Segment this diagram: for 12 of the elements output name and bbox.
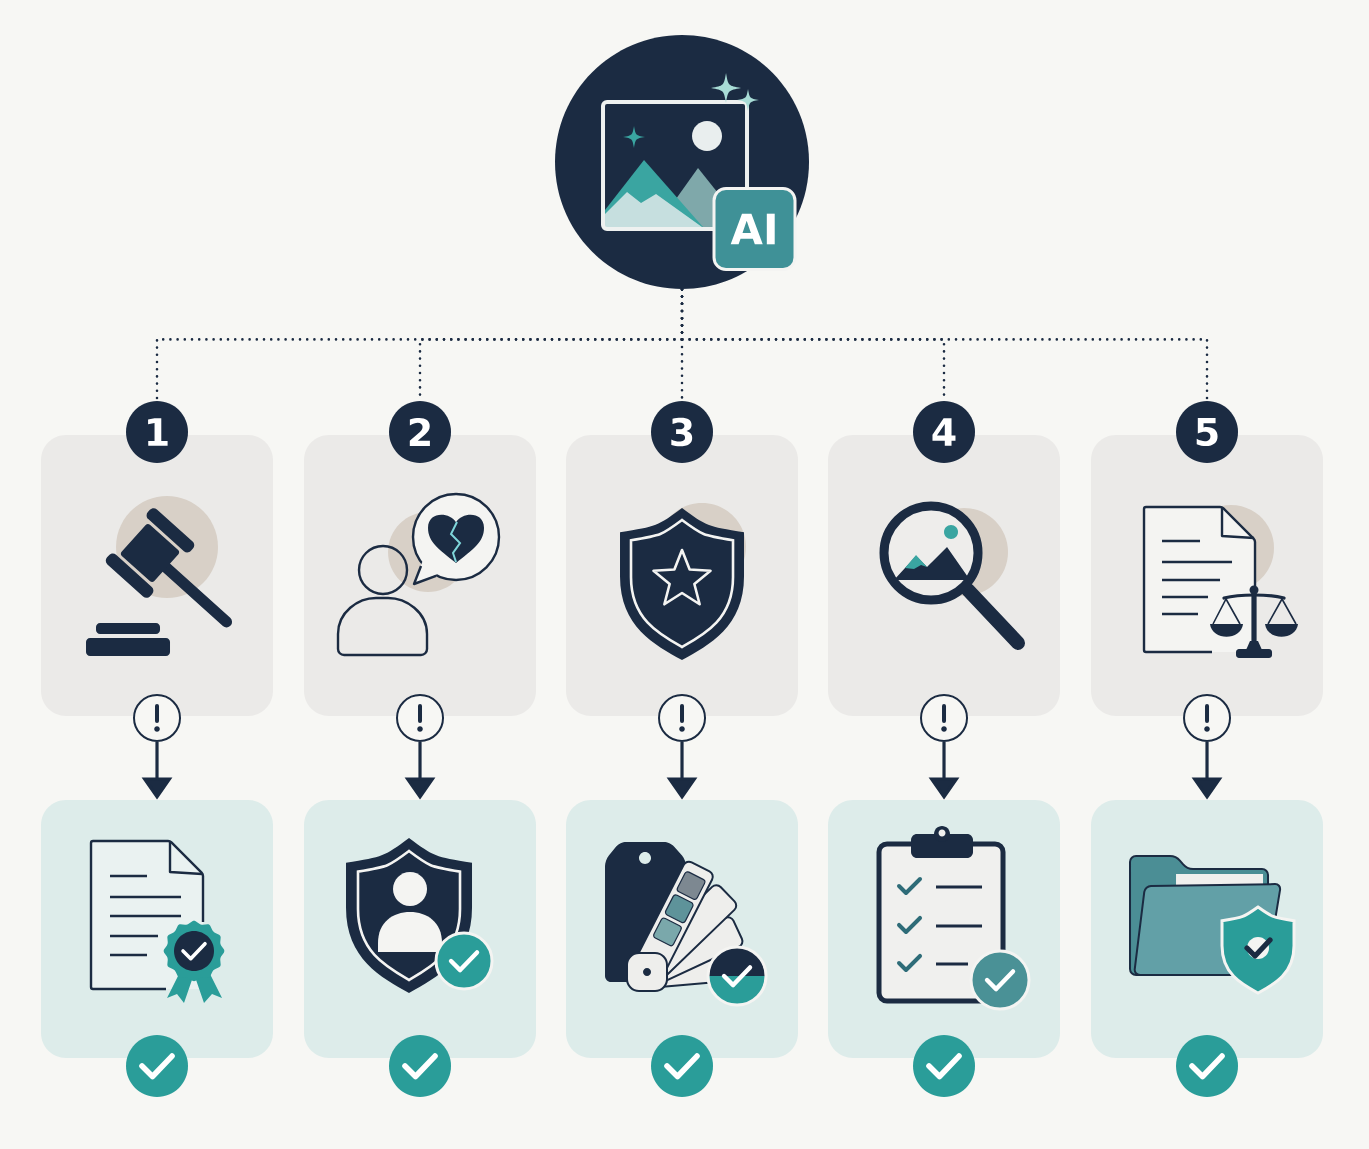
warning-icon — [1183, 694, 1231, 742]
connector-line — [680, 288, 1209, 402]
number-badge: 1 — [126, 401, 188, 463]
number-badge: 3 — [651, 401, 713, 463]
number-badge: 4 — [913, 401, 975, 463]
number-badge: 5 — [1176, 401, 1238, 463]
warning-icon — [133, 694, 181, 742]
number-badge: 2 — [389, 401, 451, 463]
warning-icon — [920, 694, 968, 742]
warning-icon — [658, 694, 706, 742]
text-badge: AI — [712, 187, 797, 271]
warning-icon — [396, 694, 444, 742]
